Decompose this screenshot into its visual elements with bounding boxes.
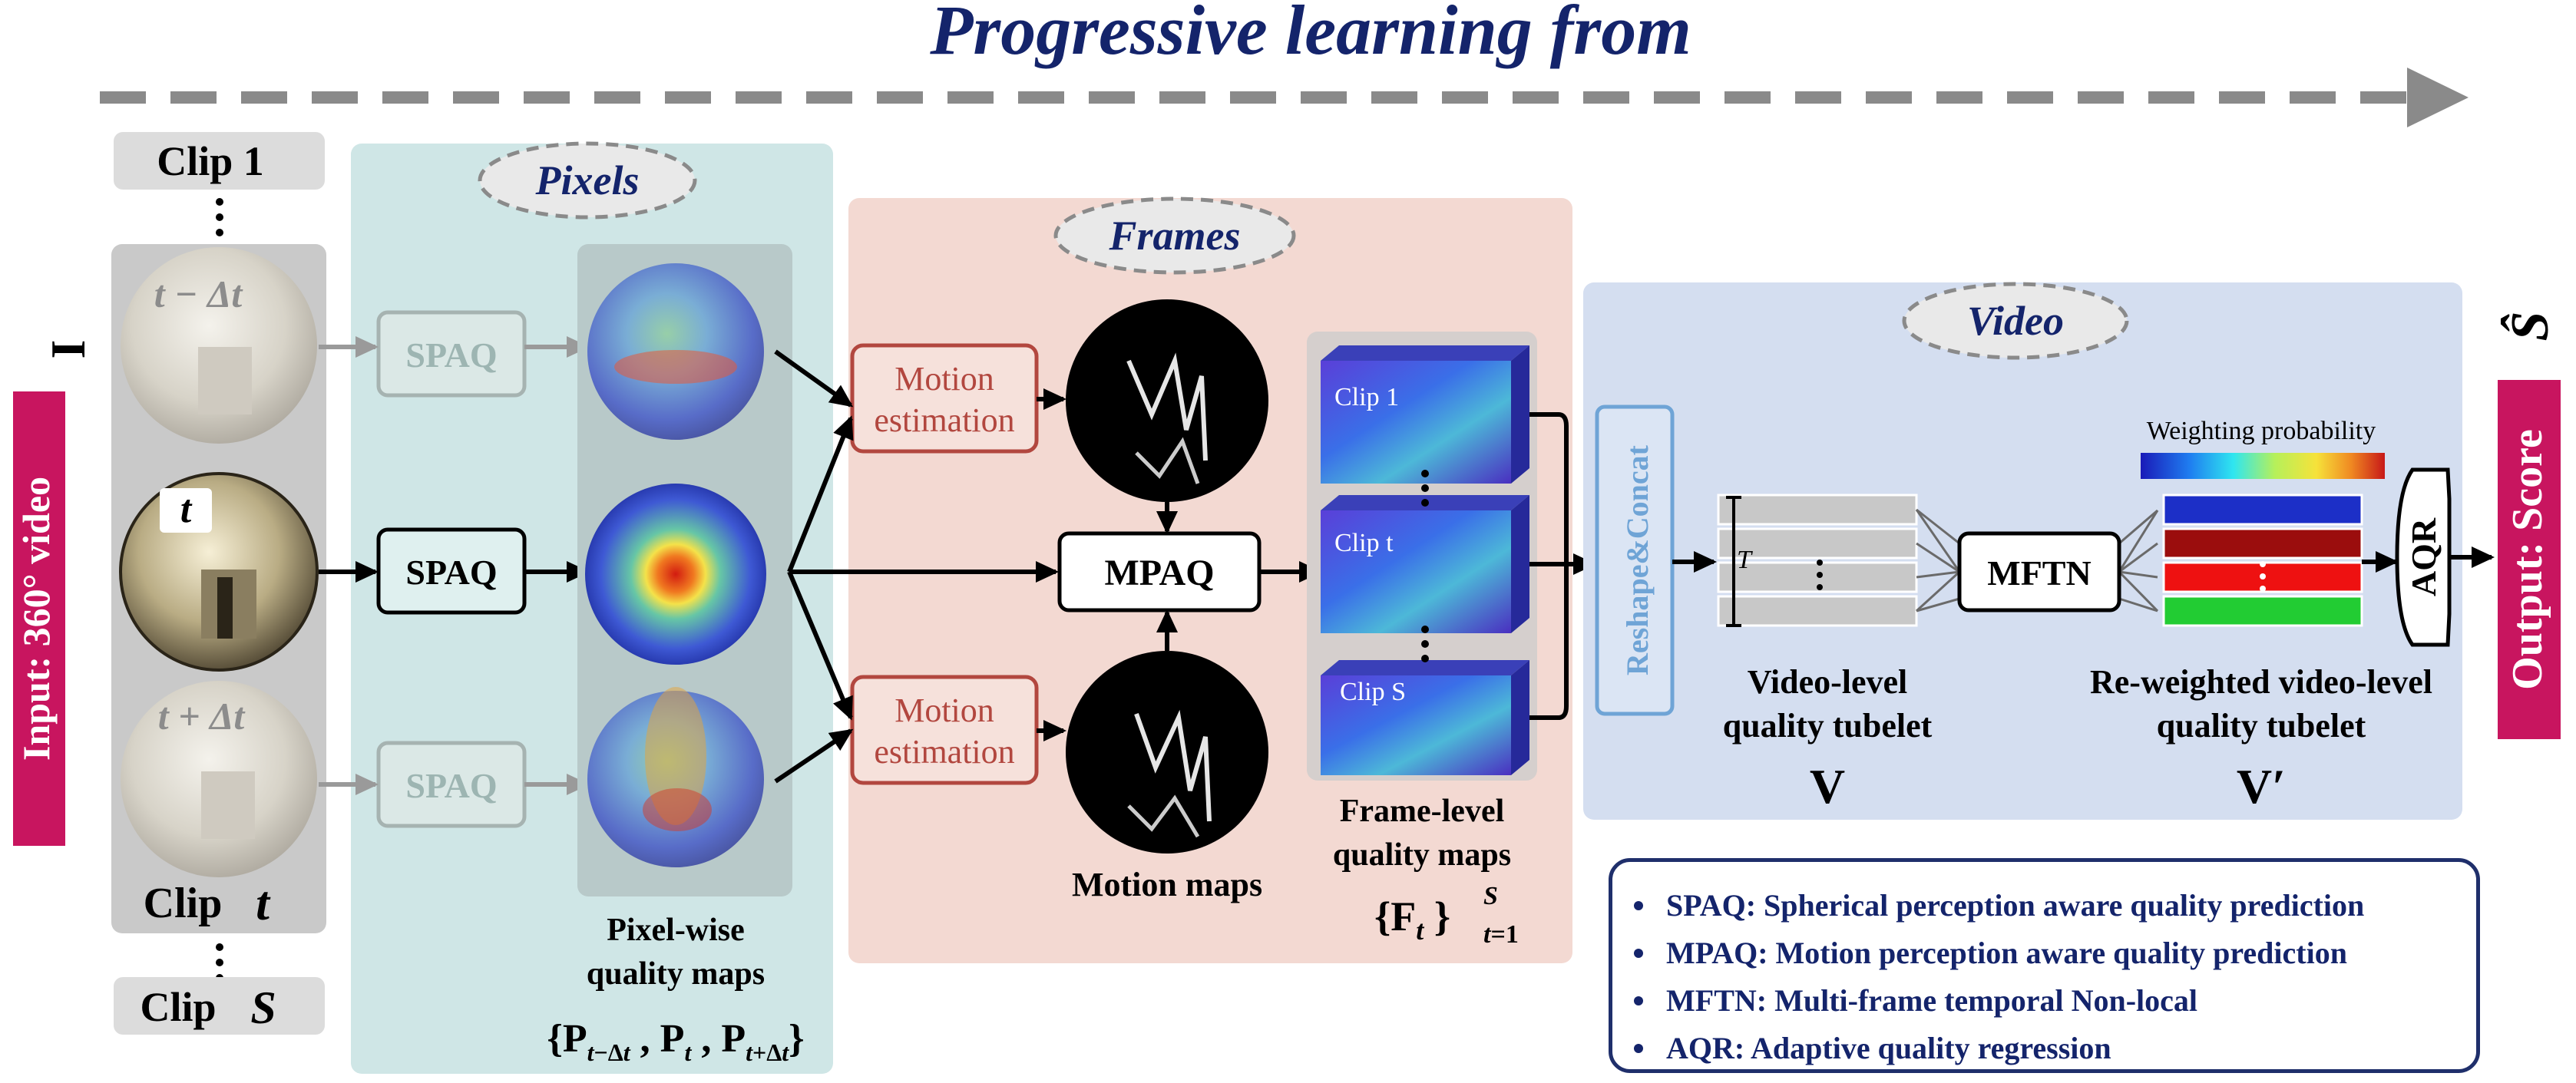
spaq-label-main: SPAQ [405, 553, 497, 592]
rw-symbol: V′ [2237, 759, 2286, 814]
frame-tile-s-label: Clip S [1340, 678, 1406, 706]
video-title-ellipse [1902, 282, 2129, 360]
spaq-label-prev: SPAQ [405, 335, 497, 375]
aqr-label: AQR [2404, 517, 2443, 596]
motion-est-top-2: estimation [874, 401, 1014, 439]
clip-s-label: Clip [140, 984, 216, 1030]
weighting-label: Weighting probability [2147, 417, 2376, 445]
clip-t-var: t [256, 876, 271, 930]
legend-text-mftn: MFTN: Multi-frame temporal Non-local [1666, 983, 2198, 1018]
spaq-box-prev [376, 310, 527, 398]
output-bar [2498, 380, 2561, 739]
motion-map-bottom [1066, 651, 1268, 854]
mftn-label: MFTN [1987, 553, 2091, 593]
clip-1-label: Clip 1 [157, 138, 264, 184]
rw-caption-1: Re-weighted video-level [2090, 663, 2432, 701]
input-symbol: I [41, 340, 95, 359]
vl-caption-2: quality tubelet [1723, 707, 1933, 745]
frame-tile-1 [1321, 345, 1529, 484]
pixels-title-ellipse [478, 141, 697, 220]
clip-s-tab [114, 977, 325, 1035]
reweighted-tubelet [2162, 494, 2363, 627]
motion-map-top [1066, 299, 1268, 502]
pixels-title: Pixels [535, 157, 640, 203]
pixel-caption-2: quality maps [587, 956, 765, 992]
video-title: Video [1967, 298, 2064, 344]
output-symbol: Ŝ [2501, 312, 2560, 342]
legend-item-mftn: MFTN: Multi-frame temporal Non-local [1634, 977, 2476, 1025]
legend-item-mpaq: MPAQ: Motion perception aware quality pr… [1634, 929, 2476, 977]
frame-caption-1: Frame-level [1340, 794, 1505, 829]
legend-text-mpaq: MPAQ: Motion perception aware quality pr… [1666, 936, 2347, 970]
frame-formula-sub: t=1 [1483, 920, 1519, 949]
frames-title-ellipse [1053, 196, 1296, 275]
progress-arrowhead [2407, 68, 2469, 127]
reshape-concat-label: Reshape&Concat [1620, 444, 1655, 675]
motion-est-bottom-2: estimation [874, 733, 1014, 771]
vl-caption-1: Video-level [1748, 663, 1908, 701]
frame-tile-1-label: Clip 1 [1334, 383, 1399, 411]
clip-s-var: S [250, 982, 276, 1033]
sphere-current-label: t [180, 487, 193, 531]
clip-1-tab [114, 132, 325, 190]
legend-box: SPAQ: Spherical perception aware quality… [1609, 858, 2480, 1073]
mftn-box [1957, 531, 2121, 612]
motion-maps-caption: Motion maps [1072, 866, 1262, 903]
vl-symbol: V [1810, 759, 1845, 814]
frame-tile-t [1321, 495, 1529, 633]
aqr-box [2395, 467, 2452, 647]
tubelet-T: T [1737, 546, 1753, 574]
legend-list: SPAQ: Spherical perception aware quality… [1612, 862, 2476, 1072]
motion-est-top-1: Motion [894, 360, 994, 398]
diagram-title: Progressive learning from [929, 0, 1691, 69]
frame-formula-super: S [1483, 882, 1498, 910]
mftn-connections [1915, 508, 2159, 612]
input-label: Input: 360° video [15, 477, 58, 761]
mpaq-label: MPAQ [1104, 553, 1214, 593]
sphere-next-label: t + Δt [158, 695, 246, 738]
sphere-prev-label: t − Δt [154, 272, 244, 315]
rw-caption-2: quality tubelet [2157, 707, 2366, 745]
weighting-colorbar [2141, 453, 2385, 479]
legend-text-aqr: AQR: Adaptive quality regression [1666, 1031, 2111, 1065]
output-label: Output: Score [2504, 429, 2551, 690]
pixel-caption-1: Pixel-wise [607, 913, 745, 948]
motion-est-bottom-1: Motion [894, 692, 994, 729]
frame-caption-2: quality maps [1333, 837, 1511, 873]
pixel-map-current [585, 484, 766, 665]
sphere-prev-frame [121, 247, 317, 444]
spaq-label-next: SPAQ [405, 766, 497, 805]
legend-item-aqr: AQR: Adaptive quality regression [1634, 1025, 2476, 1072]
input-bar [13, 391, 65, 846]
frames-title: Frames [1108, 213, 1240, 259]
frame-tile-t-label: Clip t [1334, 529, 1394, 557]
legend-text-spaq: SPAQ: Spherical perception aware quality… [1666, 888, 2365, 923]
frame-tile-s [1321, 660, 1529, 775]
clip-t-label: Clip [144, 880, 223, 927]
frame-formula: {Ft } [1374, 893, 1450, 946]
legend-item-spaq: SPAQ: Spherical perception aware quality… [1634, 882, 2476, 929]
